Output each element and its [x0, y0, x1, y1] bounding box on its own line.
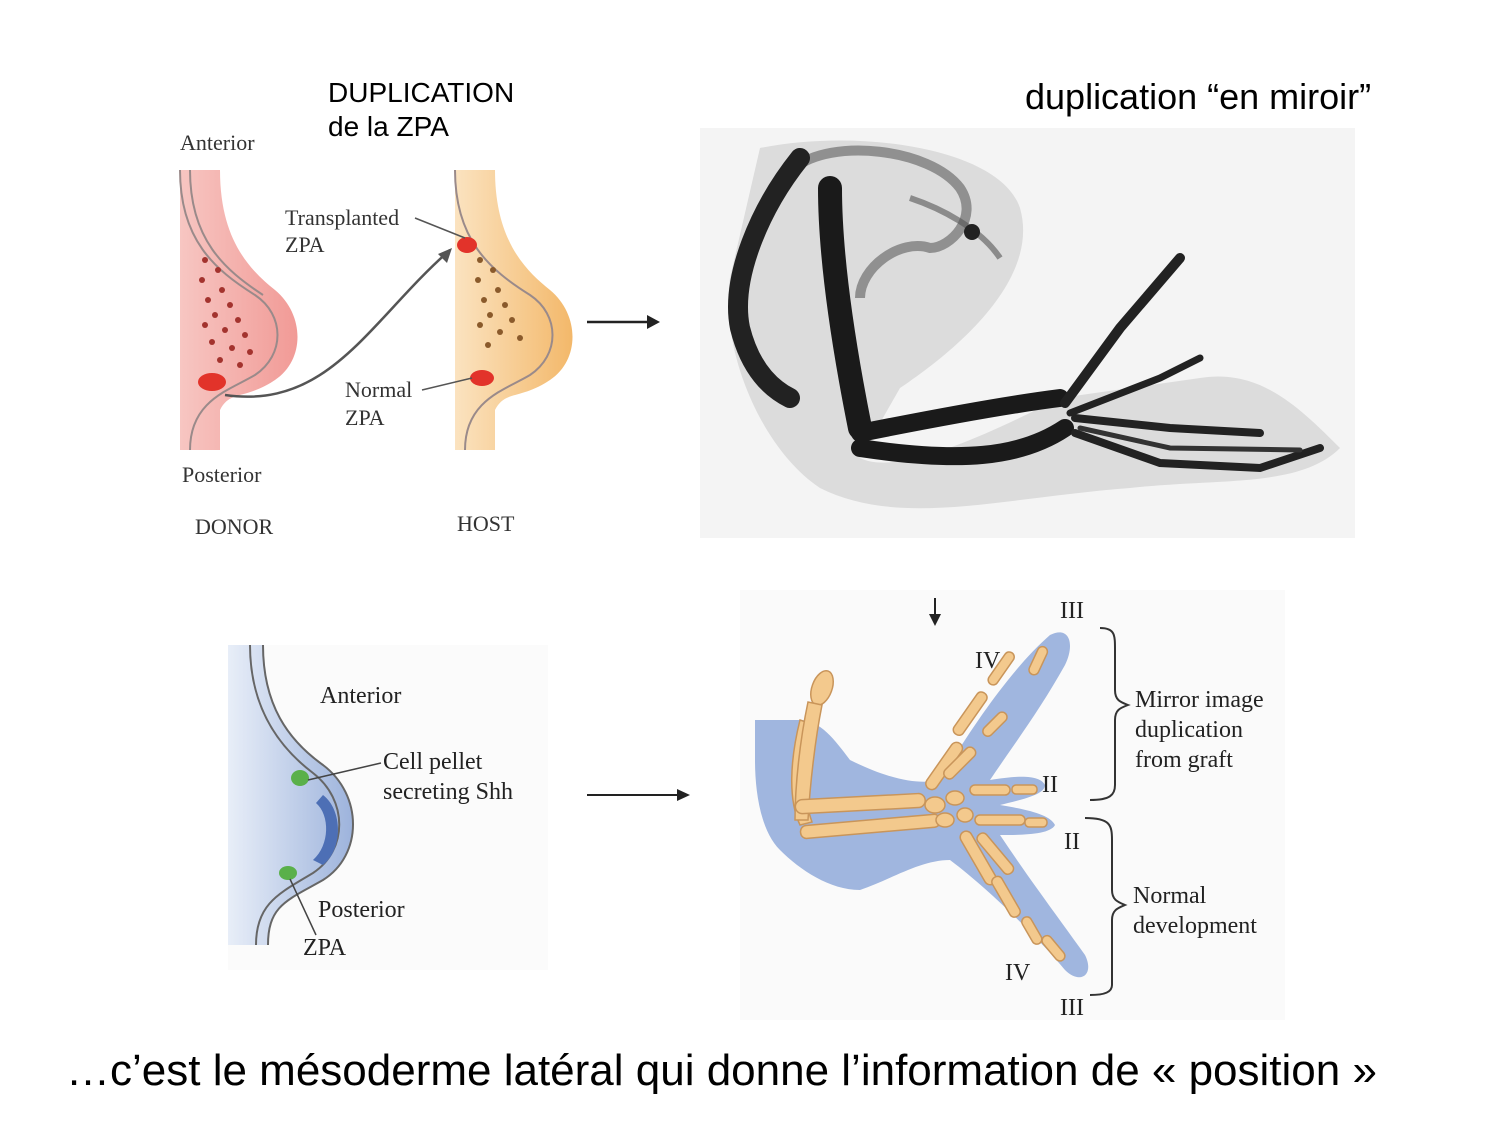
digit-label-top-IV: IV — [975, 648, 1001, 674]
brace-normal — [1084, 817, 1128, 996]
arrow-top — [587, 315, 660, 329]
donor-zpa — [198, 373, 226, 391]
duplicated-limb-diagram: III IV II II IV III Mirror image duplica… — [740, 590, 1285, 1020]
footer-caption: …c’est le mésoderme latéral qui donne l’… — [66, 1046, 1377, 1095]
label-normal-dev-2: development — [1133, 913, 1257, 939]
donor-host-diagram: Anterior Transplanted ZPA Normal ZPA Pos… — [179, 130, 573, 539]
leader-zpa — [289, 878, 317, 936]
digit-label-top-II: II — [1042, 772, 1058, 798]
digit-label-bot-IV: IV — [1005, 960, 1031, 986]
donor-limb-bud — [180, 170, 298, 450]
digit-label-bot-III: III — [1060, 995, 1084, 1020]
host-limb-bud — [455, 170, 573, 450]
label-normal-dev-1: Normal — [1133, 883, 1207, 909]
transplant-arrow — [224, 249, 451, 398]
donor-inner-line — [189, 169, 264, 296]
label-pellet-1: Cell pellet — [383, 749, 483, 775]
label-zpa: ZPA — [303, 935, 347, 961]
brace-mirror — [1089, 627, 1131, 801]
label-anterior: Anterior — [180, 130, 255, 155]
label-mirror-2: duplication — [1135, 717, 1243, 743]
transplanted-zpa — [457, 237, 477, 253]
donor-cell-dots — [199, 257, 253, 368]
digit-label-bot-II: II — [1064, 829, 1080, 855]
bones — [791, 645, 1066, 962]
limb-bud-blue — [228, 645, 353, 945]
arrow-bottom — [587, 789, 690, 801]
label-transplanted-2: ZPA — [285, 232, 325, 257]
label-host: HOST — [457, 511, 515, 536]
label-mirror-3: from graft — [1135, 747, 1233, 773]
bud-inner-line — [249, 645, 341, 946]
host-cell-dots — [475, 257, 523, 348]
leader-normal — [421, 377, 473, 391]
normal-zpa — [470, 370, 494, 386]
label-pellet-2: secreting Shh — [383, 779, 513, 805]
graft-marker-head — [929, 614, 941, 626]
label-mirror-1: Mirror image — [1135, 687, 1264, 713]
slide-title: DUPLICATION de la ZPA — [328, 76, 514, 144]
label-donor: DONOR — [195, 514, 274, 539]
title-line-1: DUPLICATION — [328, 77, 515, 108]
digit-label-top-III: III — [1060, 598, 1084, 624]
endogenous-zpa — [279, 866, 297, 880]
label-anterior-2: Anterior — [320, 683, 401, 709]
leader-transplanted — [414, 217, 466, 239]
label-transplanted-1: Transplanted — [285, 205, 399, 230]
bud-ectoderm — [262, 645, 354, 946]
label-posterior-2: Posterior — [318, 897, 405, 923]
label-posterior: Posterior — [182, 462, 262, 487]
slide-subtitle: duplication “en miroir” — [1025, 76, 1372, 117]
label-normal-2: ZPA — [345, 405, 385, 430]
title-line-2: de la ZPA — [328, 111, 449, 142]
leader-pellet — [307, 762, 382, 781]
donor-ectoderm-line — [179, 169, 279, 451]
aer-band — [313, 795, 338, 865]
skeleton-photo — [700, 128, 1355, 538]
bead-graft-diagram: Anterior Cell pellet secreting Shh Poste… — [228, 645, 548, 970]
label-normal-1: Normal — [345, 377, 412, 402]
transplant-arrowhead — [438, 248, 452, 263]
shh-cell-pellet — [291, 770, 309, 786]
